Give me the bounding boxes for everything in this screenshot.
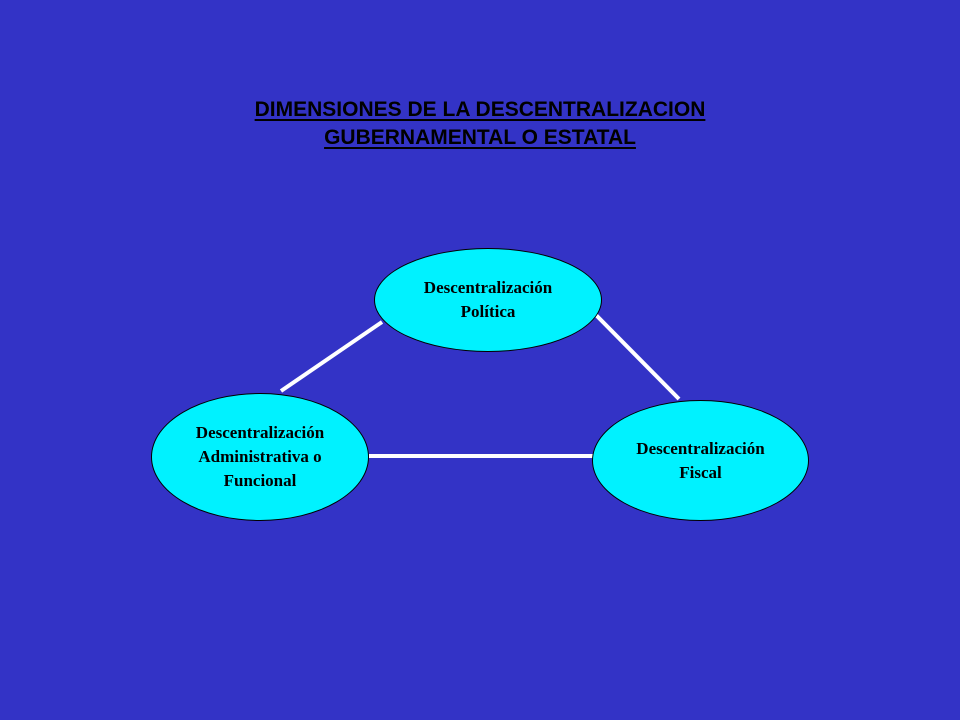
node-administrativa-line-3: Funcional [223, 471, 297, 490]
title-line-2: GUBERNAMENTAL O ESTATAL [324, 126, 636, 149]
node-administrativa-line-1: Descentralización [195, 423, 325, 442]
connector-politica-administrativa [279, 320, 384, 393]
node-administrativa-label: Descentralización Administrativa o Funci… [196, 421, 324, 493]
title-line-1: DIMENSIONES DE LA DESCENTRALIZACION [254, 98, 706, 121]
node-administrativa-line-2: Administrativa o [198, 447, 322, 466]
node-fiscal-label: Descentralización Fiscal [636, 437, 764, 485]
node-politica-label: Descentralización Política [424, 276, 552, 324]
slide-title: DIMENSIONES DE LA DESCENTRALIZACION GUBE… [0, 96, 960, 152]
node-politica-line-2: Política [460, 302, 516, 321]
node-fiscal-line-1: Descentralización [636, 438, 765, 458]
connector-politica-fiscal [593, 312, 681, 401]
node-descentralizacion-fiscal: Descentralización Fiscal [592, 400, 809, 521]
node-politica-line-1: Descentralización [423, 278, 553, 297]
node-fiscal-line-2: Fiscal [679, 462, 722, 482]
node-descentralizacion-politica: Descentralización Política [374, 248, 602, 352]
node-descentralizacion-administrativa: Descentralización Administrativa o Funci… [151, 393, 369, 521]
